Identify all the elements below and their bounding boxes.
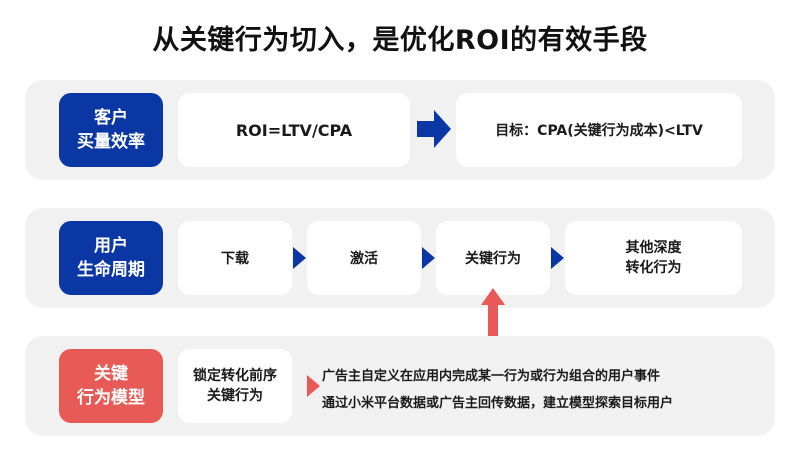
card-key-behavior: 关键行为 bbox=[436, 221, 550, 295]
row-label-customer-efficiency: 客户 买量效率 bbox=[59, 93, 163, 167]
label-line: 买量效率 bbox=[77, 132, 145, 152]
card-text: 关键行为 bbox=[207, 388, 263, 404]
label-line: 关键 bbox=[94, 364, 128, 384]
page-title: 从关键行为切入，是优化ROI的有效手段 bbox=[152, 25, 648, 56]
row-label-user-lifecycle: 用户 生命周期 bbox=[59, 221, 163, 295]
card-text: 转化行为 bbox=[625, 260, 682, 276]
triangle-right-icon bbox=[293, 247, 306, 269]
description-line-1: 广告主自定义在应用内完成某一行为或行为组合的用户事件 bbox=[322, 369, 661, 384]
card-text: 目标：CPA(关键行为成本)<LTV bbox=[495, 123, 703, 139]
row-customer-acquisition-efficiency: 客户 买量效率 ROI=LTV/CPA 目标：CPA(关键行为成本)<LTV bbox=[25, 80, 775, 180]
triangle-right-icon bbox=[551, 247, 564, 269]
card-text: 激活 bbox=[350, 251, 378, 267]
card-deep-conversion: 其他深度 转化行为 bbox=[565, 221, 742, 295]
triangle-right-icon bbox=[307, 375, 320, 397]
label-line: 行为模型 bbox=[77, 388, 145, 408]
card-text: 锁定转化前序 bbox=[193, 368, 277, 384]
row-user-lifecycle: 用户 生命周期 下载 激活 关键行为 其他深度 转化行为 bbox=[25, 208, 775, 308]
triangle-right-icon bbox=[422, 247, 435, 269]
card-text: 下载 bbox=[221, 251, 249, 267]
card-target-cpa: 目标：CPA(关键行为成本)<LTV bbox=[456, 93, 742, 167]
row-label-key-behavior-model: 关键 行为模型 bbox=[59, 349, 163, 423]
card-lock-key-behavior: 锁定转化前序 关键行为 bbox=[178, 349, 292, 423]
card-roi-formula: ROI=LTV/CPA bbox=[178, 93, 410, 167]
arrow-up-icon bbox=[481, 288, 505, 344]
card-activate: 激活 bbox=[307, 221, 421, 295]
label-line: 客户 bbox=[94, 108, 128, 128]
label-line: 用户 bbox=[94, 236, 128, 256]
label-line: 生命周期 bbox=[77, 260, 145, 280]
card-text: 关键行为 bbox=[465, 251, 521, 267]
description-line-2: 通过小米平台数据或广告主回传数据，建立模型探索目标用户 bbox=[322, 396, 674, 411]
row-key-behavior-model: 关键 行为模型 锁定转化前序 关键行为 广告主自定义在应用内完成某一行为或行为组… bbox=[25, 336, 775, 436]
card-download: 下载 bbox=[178, 221, 292, 295]
block-arrow-right-icon bbox=[417, 110, 451, 148]
card-text: ROI=LTV/CPA bbox=[235, 120, 353, 140]
card-text: 其他深度 bbox=[625, 240, 682, 256]
